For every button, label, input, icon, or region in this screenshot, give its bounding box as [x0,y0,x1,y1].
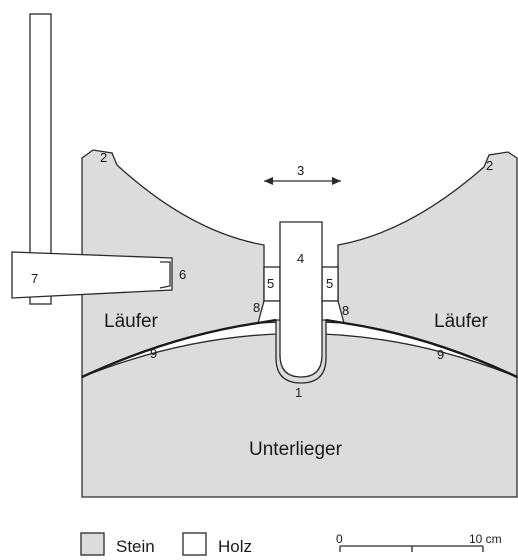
label-unterlieger: Unterlieger [249,439,343,460]
boundary-curve-right [325,318,518,379]
label-2-right: 2 [486,158,493,173]
label-9-right: 9 [437,347,444,362]
label-laeufer-right: Läufer [434,311,489,332]
label-7: 7 [31,271,38,286]
label-4: 4 [297,251,304,266]
scale-bar [339,545,484,552]
handle-tenon-slot [159,261,171,289]
wooden-handle [11,251,173,299]
label-2-left: 2 [100,150,107,165]
vertical-wooden-post [29,13,52,305]
label-1: 1 [295,385,302,400]
dimension-arrow-right [332,177,341,185]
legend-wood-swatch [182,532,207,556]
label-8-left: 8 [253,300,260,315]
legend-stone-label: Stein [116,537,155,556]
label-8-right: 8 [342,303,349,318]
scale-label-end: 10 cm [469,532,502,546]
label-9-left: 9 [150,346,157,361]
dimension-arrow-left [264,177,273,185]
legend-stone-swatch [80,532,105,556]
scale-label-start: 0 [336,532,343,546]
label-5-left: 5 [267,276,274,291]
label-5-right: 5 [326,276,333,291]
label-6: 6 [179,267,186,282]
central-spindle [279,221,323,378]
legend-wood-label: Holz [218,537,252,556]
label-laeufer-left: Läufer [104,311,159,332]
boundary-curve-left [81,318,277,379]
label-3: 3 [297,163,304,178]
